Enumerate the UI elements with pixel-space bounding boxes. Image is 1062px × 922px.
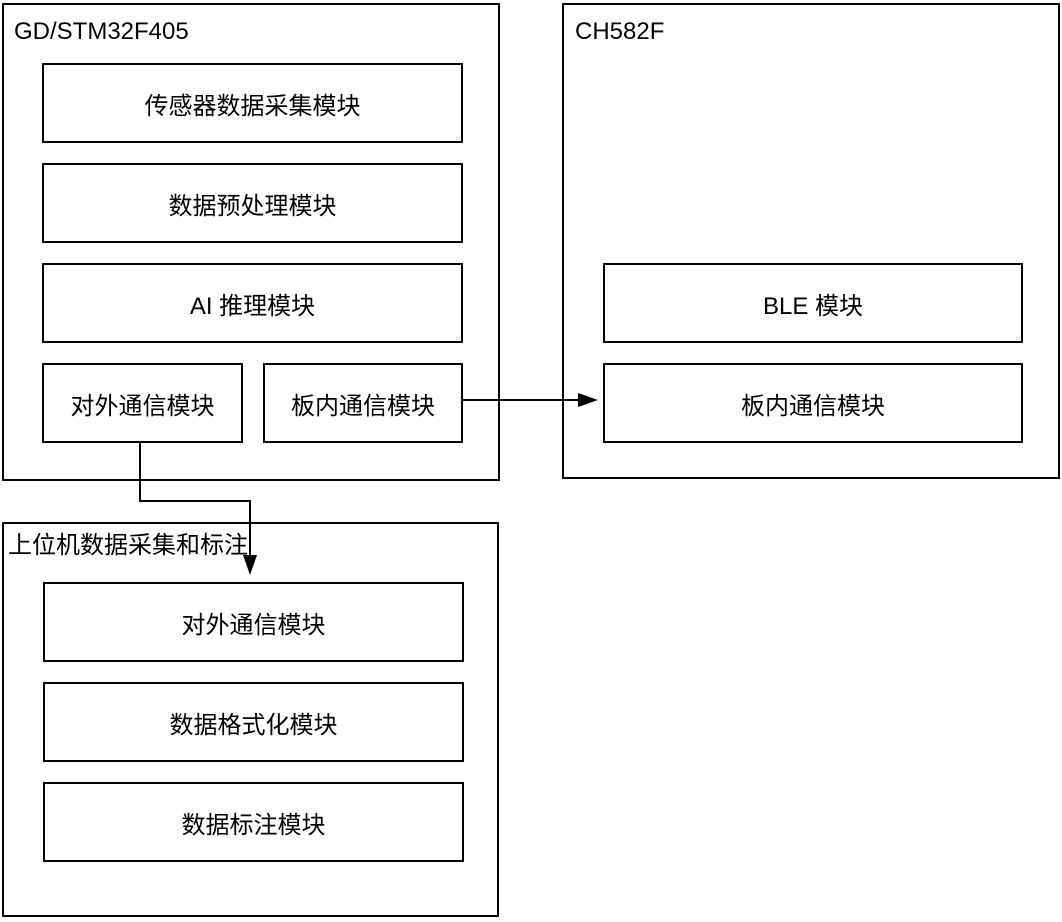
module-label: 数据格式化模块 bbox=[169, 711, 338, 739]
module-label: AI 推理模块 bbox=[189, 292, 316, 320]
module-label: 数据预处理模块 bbox=[168, 192, 337, 220]
module-label: 对外通信模块 bbox=[181, 611, 326, 639]
module-ble: BLE 模块 bbox=[603, 263, 1023, 343]
module-label: 对外通信模块 bbox=[70, 392, 215, 420]
module-onboard-communication-gd: 板内通信模块 bbox=[263, 363, 463, 443]
module-data-annotation: 数据标注模块 bbox=[43, 782, 464, 862]
module-ai-inference: AI 推理模块 bbox=[42, 263, 463, 343]
group-title-gd-stm32f405: GD/STM32F405 bbox=[14, 18, 189, 45]
module-external-communication-host: 对外通信模块 bbox=[43, 582, 464, 662]
module-label: BLE 模块 bbox=[762, 292, 864, 320]
module-label: 传感器数据采集模块 bbox=[144, 92, 361, 120]
group-host-data-collection-annotation: 上位机数据采集和标注 对外通信模块 数据格式化模块 数据标注模块 bbox=[2, 522, 499, 917]
group-title-ch582f: CH582F bbox=[575, 18, 665, 45]
module-sensor-data-acquisition: 传感器数据采集模块 bbox=[42, 63, 463, 143]
group-gd-stm32f405: GD/STM32F405 传感器数据采集模块 数据预处理模块 AI 推理模块 对… bbox=[2, 3, 500, 481]
group-ch582f: CH582F BLE 模块 板内通信模块 bbox=[562, 3, 1060, 479]
module-data-preprocessing: 数据预处理模块 bbox=[42, 163, 463, 243]
module-label: 板内通信模块 bbox=[291, 392, 435, 420]
module-data-formatting: 数据格式化模块 bbox=[43, 682, 464, 762]
module-external-communication-gd: 对外通信模块 bbox=[42, 363, 243, 443]
module-label: 板内通信模块 bbox=[741, 392, 885, 420]
module-onboard-communication-ch582f: 板内通信模块 bbox=[603, 363, 1023, 443]
group-title-host-data-collection-annotation: 上位机数据采集和标注 bbox=[8, 532, 248, 559]
module-label: 数据标注模块 bbox=[181, 811, 326, 839]
